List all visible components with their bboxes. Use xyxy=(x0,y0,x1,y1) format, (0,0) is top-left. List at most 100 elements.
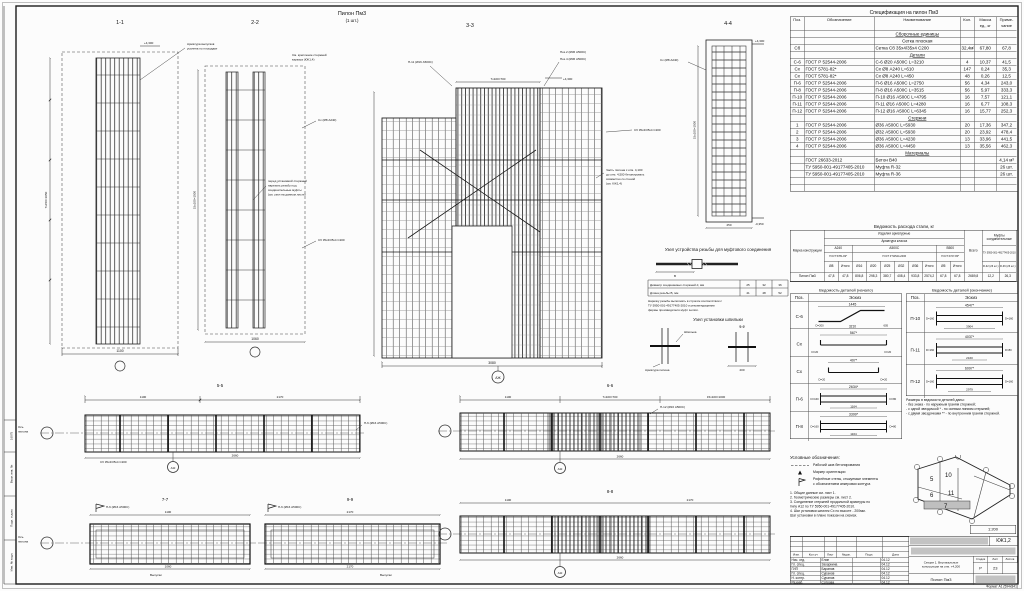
dim-text: 1060 xyxy=(165,565,172,569)
table-cell: 16 xyxy=(960,93,975,100)
general-note: типу А12 по ТУ 5950-001-49177405-2010. xyxy=(790,505,856,509)
details-note: - с одной звездочкой * - по осевым линия… xyxy=(906,407,991,412)
detail-2-rebar xyxy=(225,71,239,329)
table-cell: ГОСТ 5781-82* xyxy=(804,65,875,72)
table-cell: 108,3 xyxy=(996,100,1017,107)
steel-title: Ведомость расхода стали, кг xyxy=(873,224,935,229)
frame-label: Взам. инв. № xyxy=(10,464,14,483)
table-cell: ГОСТ Р 52544-2006 xyxy=(804,86,875,93)
sketch-dim: D=160 xyxy=(811,425,820,429)
dim-text: 1100 xyxy=(505,395,512,399)
table-cell: П-10 Ø16 А500С L=4795 xyxy=(874,93,961,100)
sketch-dim: D=160 xyxy=(926,348,935,352)
steel-header: Итого xyxy=(950,261,965,273)
section-label-9-9: 9-9 xyxy=(347,497,354,502)
coupler xyxy=(691,259,703,269)
table-cell: Разраб. xyxy=(790,580,821,585)
note-text: ТУ 5950-001-49177405-2010 и рекомендация… xyxy=(648,304,715,308)
leader-line xyxy=(543,61,560,87)
sketch-dim: 567* xyxy=(850,331,858,335)
elevation-diagonals xyxy=(407,149,541,239)
node-title: Узел установки шпильки xyxy=(693,317,743,322)
axis-bubble-label: АЖ xyxy=(558,571,563,575)
table-cell: 04.12 xyxy=(880,580,909,585)
table-cell xyxy=(790,170,805,177)
leader-line xyxy=(595,172,605,179)
section-ties xyxy=(85,415,360,452)
steel-header: R-36 (26 шт.) xyxy=(999,261,1017,273)
axis-bubbles xyxy=(913,455,1015,524)
table-cell: 1 xyxy=(790,121,805,128)
col-header: Обозначение xyxy=(805,17,875,30)
col-header: Эскиз xyxy=(848,295,862,300)
sheets-total xyxy=(1002,562,1018,574)
axis-bubble xyxy=(554,462,566,474)
table-cell: 462,3 xyxy=(996,142,1017,149)
details-title: Ведомость деталей (окончание) xyxy=(932,288,992,293)
sketch-dim: D=20 xyxy=(881,378,888,382)
table-cell xyxy=(790,149,805,156)
details-note: Размеры в ведомости деталей даны: xyxy=(906,398,965,403)
table-cell: ГОСТ Р 52544-2006 xyxy=(804,58,875,65)
detail-sketch: 567* D=20 D=20 xyxy=(809,329,902,359)
col-header: Кол.уч xyxy=(802,551,825,558)
dim-text: 3080 xyxy=(488,361,496,365)
table-cell: ГОСТ Р 52544-2006 xyxy=(804,107,875,114)
sketch-dim: D=80 xyxy=(1005,348,1012,352)
table-cell: ГОСТ 5781-82* xyxy=(804,72,875,79)
steel-header: Итого xyxy=(922,261,937,273)
object-name: Пилон Пм3 xyxy=(909,574,974,585)
table-cell: 33,96 xyxy=(974,135,997,142)
table-cell: 13 xyxy=(960,142,975,149)
axis-bubble-label: АЖ xyxy=(171,466,176,470)
table-cell xyxy=(974,149,997,156)
detail-2-rebar xyxy=(252,71,266,329)
table-row: Сетка плоская xyxy=(790,37,1018,44)
frame-number: 16075 xyxy=(10,431,14,440)
detail-pos: П-6 xyxy=(791,384,809,414)
sketch-dim: 2160 xyxy=(966,356,973,360)
table-cell: П-11 Ø16 А500С L=4280 xyxy=(874,100,961,107)
table-cell xyxy=(996,149,1017,156)
table-cell: ТУ 5950-001-49177405-2010 xyxy=(804,170,875,177)
redacted-block xyxy=(910,537,988,545)
table-cell: Ø36 А500С L=4450 xyxy=(874,142,961,149)
callout: П-6 (Ø16 А500С) xyxy=(106,505,129,509)
detail-sketch: 6097* 2979 D=160 D=160 xyxy=(925,365,1018,399)
callout: П-6 (Ø16 А500С) xyxy=(364,421,387,425)
table-cell xyxy=(996,114,1017,121)
title-block: Изм. Кол.уч Лист №док. Подп. Дата Нач. о… xyxy=(790,536,1018,585)
section-label-8-8: 8-8 xyxy=(607,489,614,494)
table-cell: 48 xyxy=(762,291,766,295)
section-label-1-1: 1-1 xyxy=(116,20,124,26)
table-cell xyxy=(960,114,975,121)
table-cell xyxy=(960,37,975,44)
sketch-dim: 2979 xyxy=(966,388,973,392)
table-cell: Баранов xyxy=(820,566,853,571)
steel-header: Изделия арматурные xyxy=(824,230,965,239)
table-cell xyxy=(790,184,805,191)
scale-box: 1:200 xyxy=(970,525,1016,534)
legend-label: Рифлёные стены, стыкуемые элементы xyxy=(813,477,879,482)
steel-header: Всего xyxy=(964,230,983,273)
zone-number: 11 xyxy=(948,491,955,497)
sketch-dim: D=80 xyxy=(890,397,897,401)
table-cell xyxy=(996,30,1017,37)
steel-header: Итого xyxy=(838,261,853,273)
table-cell: 10,37 xyxy=(974,58,997,65)
section-label-4-4: 4-4 xyxy=(724,21,732,27)
sketch-dim: 2634* xyxy=(849,385,859,389)
zone-number: 7 xyxy=(944,504,948,510)
legend-panel: Условные обозначения: Рабочий шов бетони… xyxy=(790,455,910,518)
table-cell xyxy=(790,156,805,163)
detail-pos: Сх xyxy=(791,356,809,386)
table-cell: Длина резьбы В, мм xyxy=(650,291,678,295)
steel-total: 2689,8 xyxy=(964,272,983,282)
legend-label: с обозначением анкеровки контура xyxy=(813,482,871,487)
sketch-dim: 6097* xyxy=(965,367,975,371)
table-cell: Ø36 А500С L=4230 xyxy=(874,135,961,142)
axis-bubble xyxy=(249,346,261,358)
steel-value: 12,2 xyxy=(982,272,1000,282)
table-cell: 04.12 xyxy=(880,562,909,567)
